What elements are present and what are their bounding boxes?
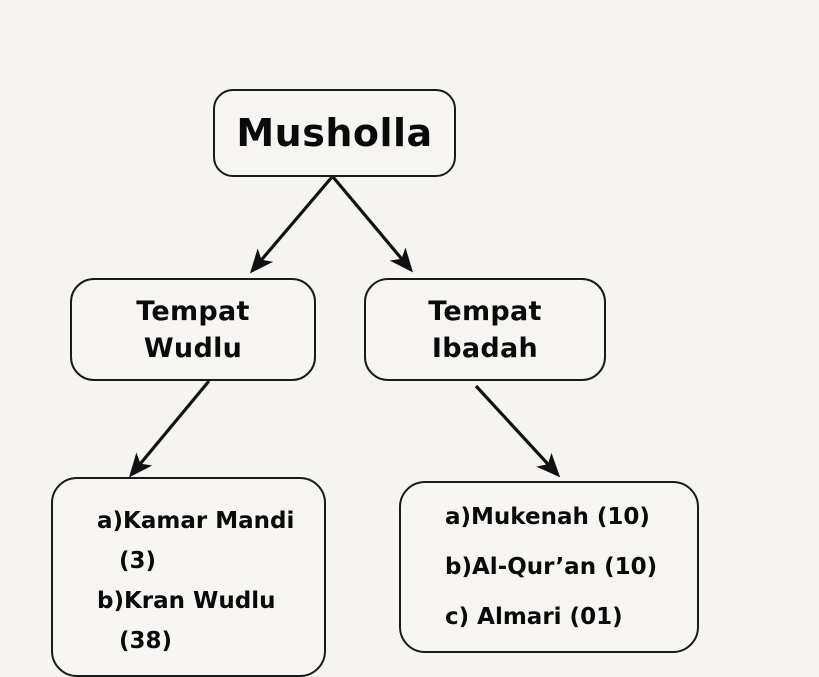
node-musholla[interactable]: Musholla [213,89,456,177]
fasilitas-ibadah-item-c: c) Almari (01) [445,604,623,630]
fasilitas-ibadah-item-b: b)Al-Qur’an (10) [445,554,658,580]
fasilitas-wudlu-item-b-count: (38) [119,628,173,654]
node-tempat-wudlu-line-2: Wudlu [143,332,243,364]
edge-root-to-tempat-wudlu [249,175,334,274]
fasilitas-wudlu-item-a-count: (3) [119,548,157,574]
node-tempat-wudlu[interactable]: Tempat Wudlu [70,278,316,381]
node-fasilitas-tempat-ibadah[interactable]: a)Mukenah (10) b)Al-Qur’an (10) c) Almar… [399,481,699,653]
node-tempat-ibadah-line-2: Ibadah [431,332,539,364]
node-tempat-ibadah-line-1: Tempat [428,295,542,327]
node-musholla-line-1: Musholla [236,111,433,155]
node-tempat-ibadah[interactable]: Tempat Ibadah [364,278,606,381]
fasilitas-wudlu-item-a: a)Kamar Mandi [97,508,295,534]
fasilitas-wudlu-item-b: b)Kran Wudlu [97,588,276,614]
fasilitas-ibadah-item-a: a)Mukenah (10) [445,504,650,530]
edge-tempat-ibadah-to-fasilitas-ibadah [474,384,561,478]
node-fasilitas-tempat-wudlu[interactable]: a)Kamar Mandi (3) b)Kran Wudlu (38) [51,477,326,677]
edge-root-to-tempat-ibadah [331,175,414,273]
node-tempat-wudlu-line-1: Tempat [136,295,250,327]
edge-tempat-wudlu-to-fasilitas-wudlu [128,379,211,478]
